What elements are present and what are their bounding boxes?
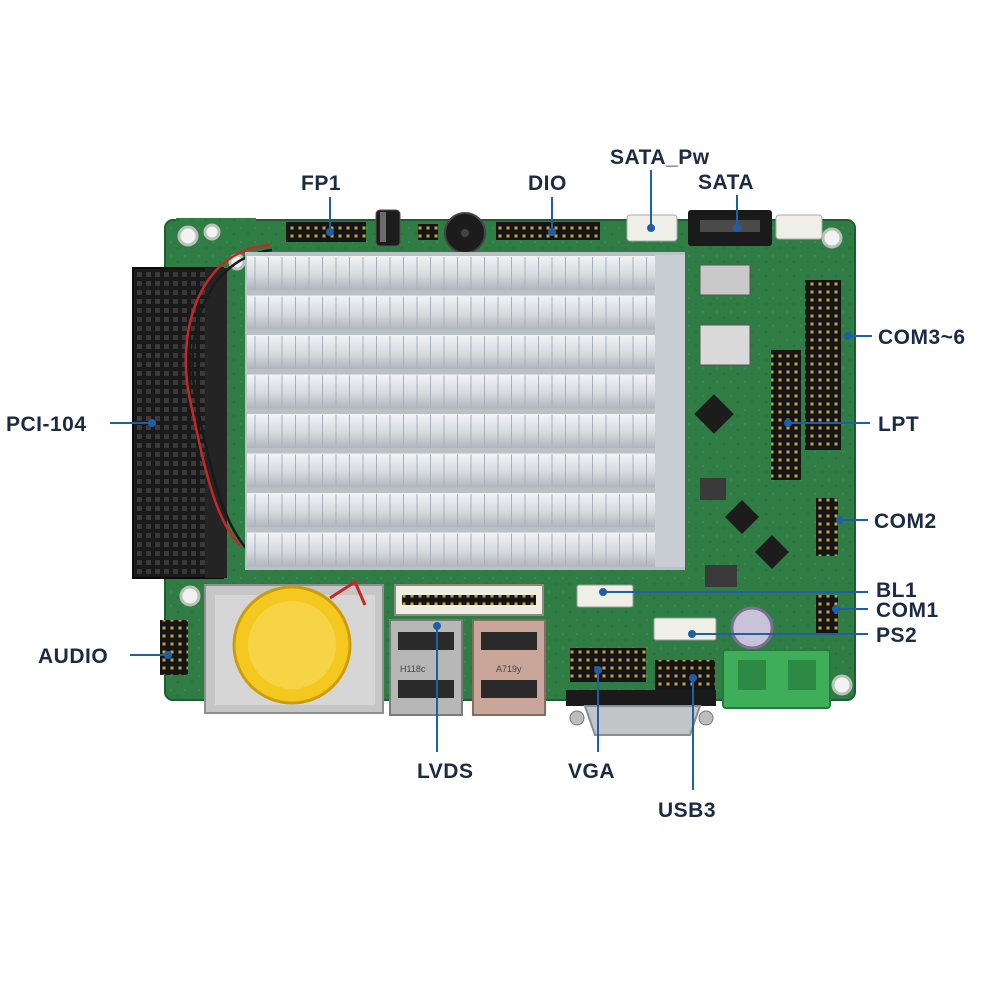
battery-wires: [184, 243, 273, 549]
power-terminal: [722, 649, 831, 709]
lvds-connector: [394, 584, 544, 616]
label-bl1: BL1: [876, 579, 918, 602]
mounting-holes: [177, 223, 853, 696]
label-ps2: PS2: [876, 624, 918, 647]
vga-header: [570, 648, 646, 682]
capacitor: [375, 209, 401, 247]
lan1-chip-text: H118c: [400, 664, 426, 674]
bl1-connector: [576, 584, 634, 608]
label-com1: COM1: [876, 599, 939, 622]
label-sata-pw: SATA_Pw: [610, 146, 710, 169]
com1-header: [816, 595, 838, 635]
ps2-connector: [653, 617, 717, 641]
lan2-chip-text: A719y: [496, 664, 522, 674]
usb-stack-1: [389, 619, 463, 716]
audio-header: [160, 620, 188, 675]
label-lpt: LPT: [878, 413, 920, 436]
heatsink-fin: [247, 532, 657, 567]
ic-chips: [694, 394, 789, 587]
label-pci104: PCI-104: [6, 413, 87, 436]
label-com2: COM2: [874, 510, 937, 533]
coin-battery: [232, 585, 352, 705]
label-usb3: USB3: [658, 799, 717, 822]
dio-header: [496, 222, 600, 240]
vga-connector: [566, 690, 716, 736]
heatsink-fin: [247, 414, 657, 448]
label-sata: SATA: [698, 171, 755, 194]
heatsink-fin: [247, 453, 657, 488]
leader-lines: [110, 170, 872, 790]
label-audio: AUDIO: [38, 645, 109, 668]
label-fp1: FP1: [301, 172, 342, 195]
label-lvds: LVDS: [417, 760, 474, 783]
label-vga: VGA: [568, 760, 616, 783]
lpt-header: [771, 350, 801, 480]
usb-stack-2: [472, 619, 546, 716]
heatsink-fin: [247, 374, 657, 409]
heatsink-fin: [247, 335, 657, 369]
heatsink-fin: [247, 295, 657, 330]
com2-header: [816, 498, 838, 556]
sata-connector: [688, 210, 772, 246]
heatsink-fin: [247, 256, 657, 290]
usb3-header: [655, 660, 715, 690]
label-dio: DIO: [528, 172, 567, 195]
heatsink: [245, 252, 685, 570]
label-com3-6: COM3~6: [878, 326, 966, 349]
com3-6-header: [805, 280, 841, 450]
heatsink-fin: [247, 493, 657, 527]
